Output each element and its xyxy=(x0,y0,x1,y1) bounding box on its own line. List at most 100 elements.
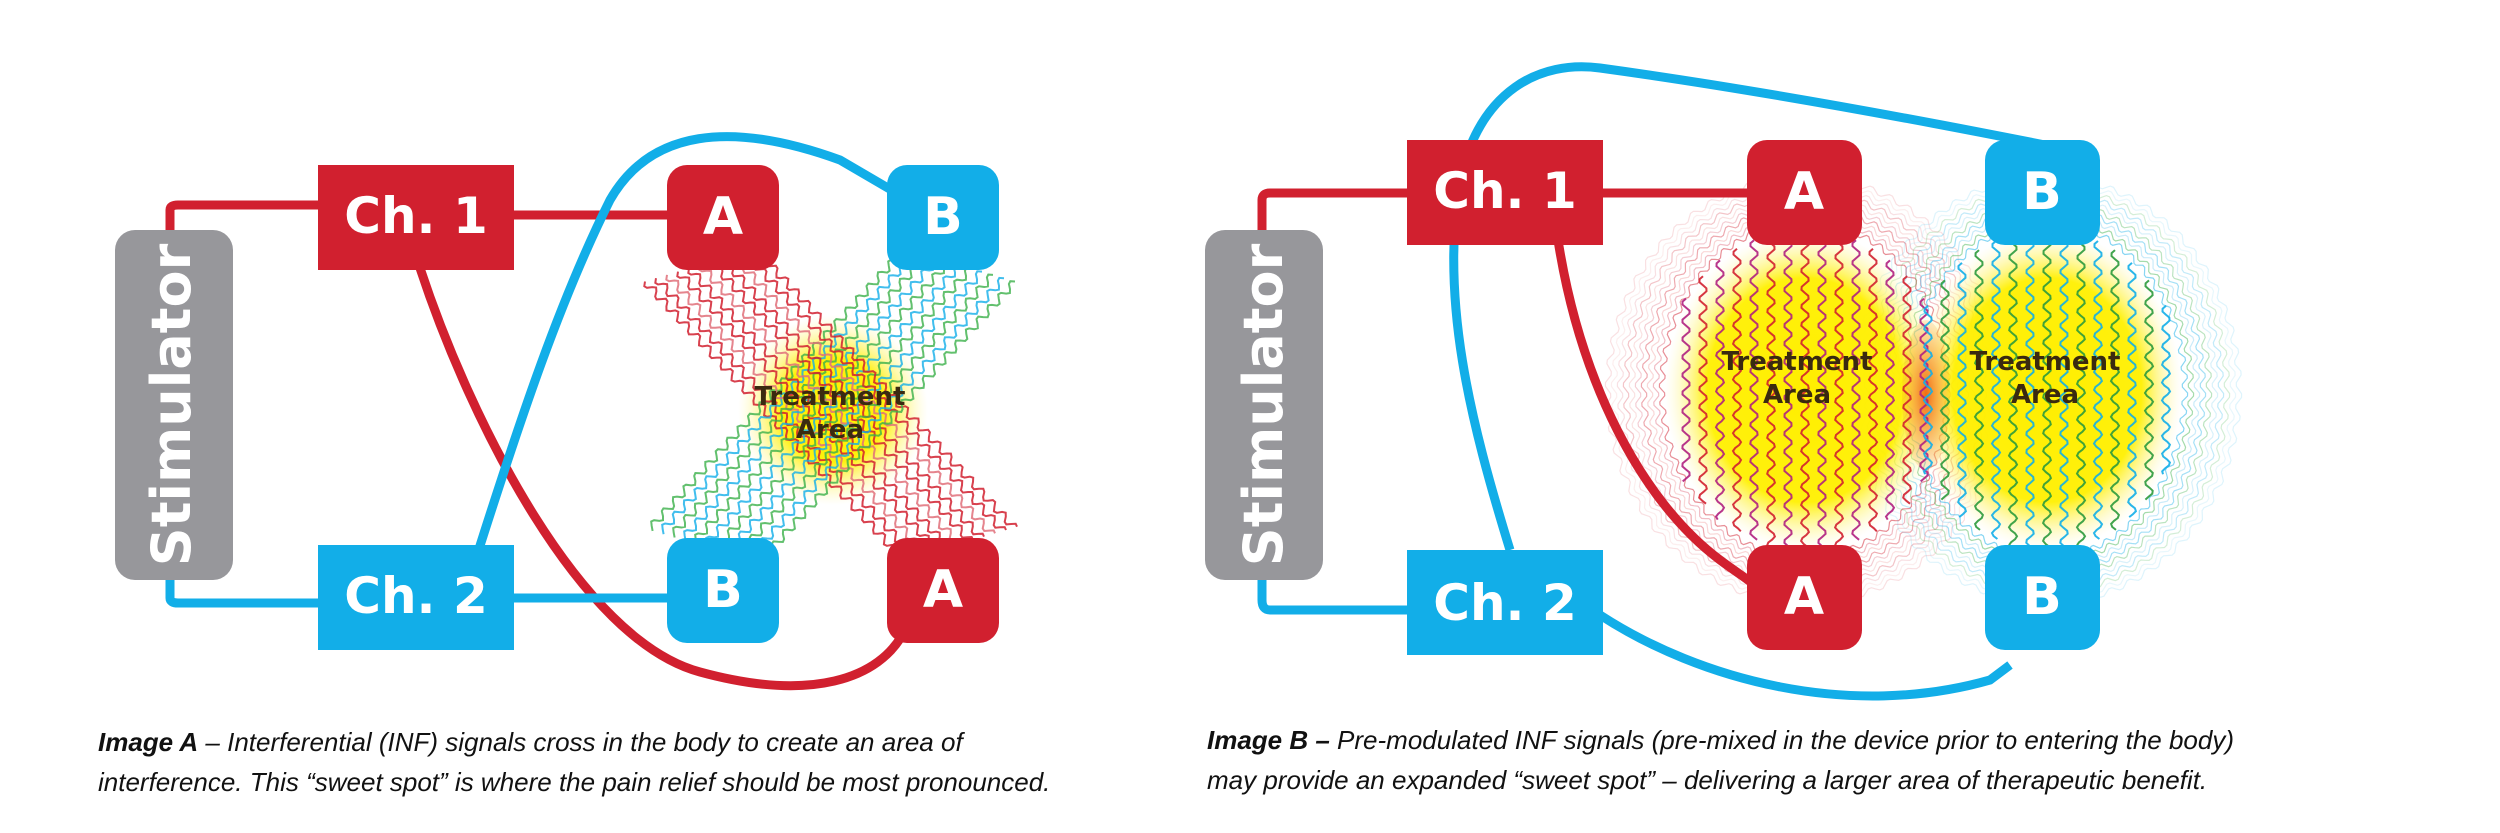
green-vertical-wave xyxy=(1957,262,1968,518)
red-vertical-wave xyxy=(1749,239,1759,541)
red-signal-wave xyxy=(687,268,952,547)
red-signal-halo xyxy=(1646,208,1964,572)
red-vertical-wave xyxy=(1833,233,1845,546)
green-vertical-wave xyxy=(2160,304,2172,475)
blue-signal-wave xyxy=(683,257,939,541)
wire-ch1-lower-a-b xyxy=(1553,239,1764,594)
ch1-box-b xyxy=(1407,140,1603,245)
red-signal-halo xyxy=(1628,193,1982,587)
signal-waves-a xyxy=(643,247,1018,565)
red-signal-wave xyxy=(698,264,963,544)
green-vertical-wave xyxy=(1922,304,1934,475)
wire-stim-ch1 xyxy=(165,200,320,235)
red-signal-halo xyxy=(1616,183,1994,597)
wire-ch1-lower-a xyxy=(415,266,910,691)
stimulator-label-b: Stimulator xyxy=(1232,243,1295,566)
ch2-label-a: Ch. 2 xyxy=(344,567,487,625)
green-vertical-wave xyxy=(2041,229,2053,551)
red-signal-wave xyxy=(742,251,1007,531)
wire-stim-ch1-b xyxy=(1257,188,1410,235)
green-vertical-wave xyxy=(2127,262,2138,518)
electrode-b-bottom-b-label: B xyxy=(2022,567,2062,627)
electrode-b-bottom xyxy=(667,538,779,643)
green-vertical-wave xyxy=(2025,230,2035,550)
electrode-a-top xyxy=(667,165,779,270)
electrode-a-bottom xyxy=(887,538,999,643)
stimulator-box-a xyxy=(115,230,233,580)
electrode-a-top-b xyxy=(1747,140,1862,245)
ch1-label-a: Ch. 1 xyxy=(344,187,487,245)
caption-a-text1: – Interferential (INF) signals cross in … xyxy=(198,727,963,757)
ch2-box-b xyxy=(1407,550,1603,655)
green-vertical-wave xyxy=(2007,234,2019,546)
electrode-a-top-b-label: A xyxy=(1784,162,1824,222)
red-vertical-wave xyxy=(1902,275,1912,505)
red-vertical-wave xyxy=(1799,229,1811,551)
red-signal-wave xyxy=(709,261,974,541)
ch2-box-a xyxy=(318,545,514,650)
red-signal-halo xyxy=(1634,198,1976,582)
red-vertical-wave xyxy=(1867,247,1879,532)
blue-signal-wave xyxy=(672,253,928,538)
red-signal-wave xyxy=(665,274,930,554)
red-signal-halo xyxy=(1658,218,1952,562)
overlap-zone-b xyxy=(1902,320,1950,470)
green-vertical-wave xyxy=(1990,240,2002,540)
wire-ch2-upper-b xyxy=(473,132,903,554)
red-vertical-wave xyxy=(1765,233,1777,546)
signal-waves-b xyxy=(1681,229,2172,551)
green-vertical-wave xyxy=(2143,279,2155,501)
electrode-b-top xyxy=(887,165,999,270)
red-signal-halo xyxy=(1640,203,1970,577)
blue-signal-wave xyxy=(727,270,983,555)
green-vertical-wave xyxy=(2075,234,2087,546)
treatment-label-a-line1: Treatment xyxy=(755,382,906,412)
caption-a-line2: interference. This “sweet spot” is where… xyxy=(98,767,1051,797)
caption-a-title: Image A xyxy=(98,727,199,757)
treatment-label-b-right-line2: Area xyxy=(2011,380,2079,410)
blue-signal-wave xyxy=(705,263,961,548)
red-signal-halo xyxy=(1604,173,2006,607)
image-a-diagram: Stimulator Ch. 1 Ch. 2 A B B A Treatment… xyxy=(115,132,1018,691)
electrode-a-bottom-label: A xyxy=(923,560,963,620)
blue-signal-wave xyxy=(661,250,917,535)
caption-b-line1: Image B – Pre-modulated INF signals (pre… xyxy=(1207,720,2307,760)
electrode-a-top-label: A xyxy=(703,187,743,247)
red-vertical-wave xyxy=(1731,247,1743,532)
blue-signal-wave xyxy=(749,276,1005,561)
electrode-b-top-b xyxy=(1985,140,2100,245)
caption-a-line1: Image A – Interferential (INF) signals c… xyxy=(98,722,1148,762)
red-vertical-wave xyxy=(1681,297,1691,483)
caption-a: Image A – Interferential (INF) signals c… xyxy=(98,722,1148,802)
wire-stim-ch2 xyxy=(165,565,320,608)
red-signal-wave xyxy=(731,254,996,534)
stimulator-box-b xyxy=(1205,230,1323,580)
red-vertical-wave xyxy=(1851,239,1861,541)
blue-signal-wave xyxy=(738,273,994,558)
electrode-b-top-label: B xyxy=(923,187,963,247)
treatment-label-b-left-line1: Treatment xyxy=(1722,347,1873,377)
blue-signal-wave xyxy=(650,247,906,532)
green-vertical-wave xyxy=(2092,240,2104,540)
red-signal-wave xyxy=(654,278,919,557)
treatment-label-b-right-line1: Treatment xyxy=(1970,347,2121,377)
green-vertical-wave xyxy=(2059,230,2069,550)
red-signal-wave xyxy=(753,248,1018,528)
ch1-label-b: Ch. 1 xyxy=(1433,162,1576,220)
ch2-label-b: Ch. 2 xyxy=(1433,574,1576,632)
blue-signal-wave xyxy=(760,280,1016,565)
red-vertical-wave xyxy=(1817,230,1827,550)
red-signal-wave xyxy=(720,258,985,538)
treatment-area-glow-b-right xyxy=(1912,230,2182,550)
wire-stim-ch2-b xyxy=(1257,565,1410,615)
caption-b: Image B – Pre-modulated INF signals (pre… xyxy=(1207,720,2307,800)
electrode-a-bottom-b xyxy=(1747,545,1862,650)
treatment-label-a-line2: Area xyxy=(796,415,864,445)
green-vertical-wave xyxy=(2109,249,2121,531)
red-signal-wave xyxy=(676,271,941,551)
red-signal-halo xyxy=(1610,178,2000,602)
red-signal-halo xyxy=(1622,188,1988,592)
wire-ch2-upper-b-b xyxy=(1449,62,2061,552)
ch1-box-a xyxy=(318,165,514,270)
